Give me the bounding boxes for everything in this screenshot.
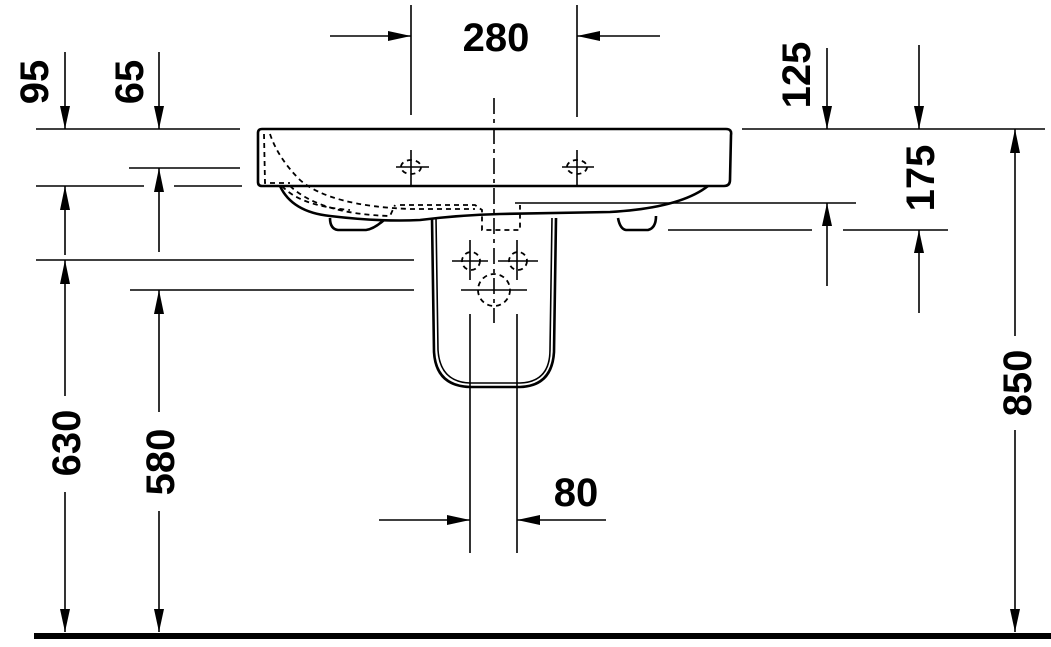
dim-tap-spacing-280: 280 [330,5,660,117]
dim-label-850: 850 [996,350,1040,417]
dim-label-630: 630 [45,410,89,477]
tap-hole-right [562,150,594,186]
dim-label-80: 80 [554,471,599,515]
dim-right-125-175: 125 175 [515,42,1045,313]
dim-height-850: 850 [996,129,1040,632]
dim-label-280: 280 [463,16,530,60]
dim-height-630-580: 630 580 [36,168,414,632]
dim-label-175: 175 [899,145,943,212]
semi-pedestal [430,98,558,389]
tap-hole-left [396,150,429,186]
dim-label-125: 125 [775,42,819,109]
dim-left-95-65: 95 65 [13,52,242,187]
dim-label-65: 65 [108,60,152,105]
dim-label-580: 580 [139,429,183,496]
dim-drain-width-80: 80 [379,314,606,553]
basin [256,127,733,232]
dim-label-95: 95 [13,60,57,105]
